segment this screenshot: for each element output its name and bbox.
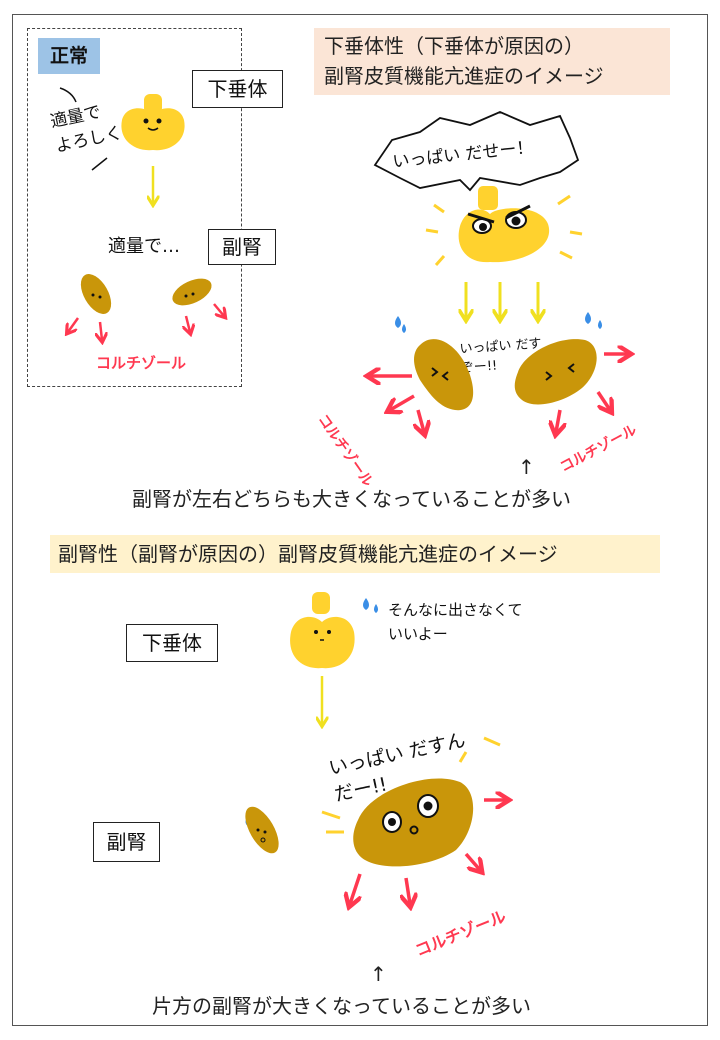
pituitary-label-adrenal-type: 下垂体 bbox=[126, 624, 218, 662]
red-arrows-top bbox=[370, 354, 628, 432]
emphasis-lines bbox=[321, 194, 583, 834]
angry-pituitary-character bbox=[458, 186, 550, 263]
adrenal-label-adrenal-type: 副腎 bbox=[93, 822, 160, 862]
shout-bubble bbox=[373, 111, 580, 192]
pituitary-label-normal: 下垂体 bbox=[192, 70, 283, 108]
speech-line-2: いいよー bbox=[388, 625, 448, 643]
pituitary-character-normal bbox=[121, 94, 185, 151]
red-arrows-normal bbox=[68, 303, 224, 340]
adrenal-characters-normal bbox=[80, 274, 212, 314]
enlarged-adrenals-both bbox=[414, 339, 597, 411]
adrenal-type-title: 副腎性（副腎が原因の）副腎皮質機能亢進症のイメージ bbox=[50, 535, 660, 573]
normal-section-frame bbox=[27, 28, 242, 387]
adrenal-type-caption: 片方の副腎が大きくなっていることが多い bbox=[152, 994, 531, 1018]
large-adrenal-character bbox=[353, 778, 474, 867]
normal-cortisol-label: コルチゾール bbox=[96, 354, 187, 372]
title-line-1: 下垂体性（下垂体が原因の） bbox=[324, 34, 584, 58]
adrenal-label-normal: 副腎 bbox=[208, 229, 276, 265]
outer-frame bbox=[12, 14, 708, 1026]
normal-adrenal-speech: 適量で… bbox=[108, 236, 180, 257]
speech-line-1: そんなに出さなくて bbox=[388, 601, 523, 619]
caption-arrow-2: ↑ bbox=[370, 962, 387, 986]
pituitary-type-caption: 副腎が左右どちらも大きくなっていることが多い bbox=[132, 487, 571, 511]
pituitary-type-title: 下垂体性（下垂体が原因の） 副腎皮質機能亢進症のイメージ bbox=[314, 28, 670, 95]
normal-label: 正常 bbox=[38, 38, 100, 74]
caption-arrow-1: ↑ bbox=[518, 455, 535, 479]
yellow-arrows-top bbox=[466, 282, 538, 318]
pituitary-character-calm bbox=[290, 592, 355, 669]
red-arrows-bottom bbox=[350, 800, 506, 904]
pituitary-worried-speech: そんなに出さなくて いいよー bbox=[388, 598, 523, 646]
title-line-2: 副腎皮質機能亢進症のイメージ bbox=[324, 64, 604, 88]
small-adrenal-character bbox=[245, 806, 279, 854]
